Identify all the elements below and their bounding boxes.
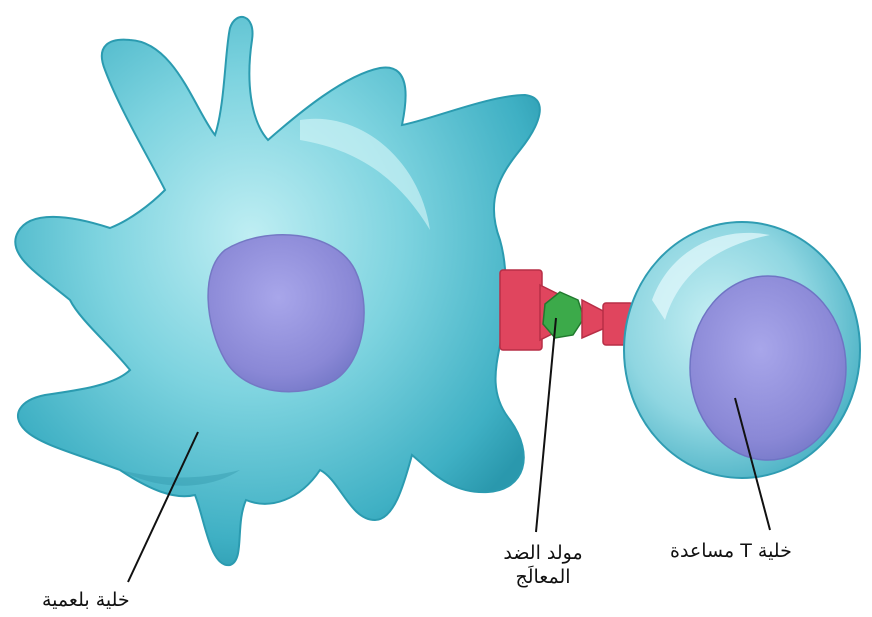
t-cell-nucleus [690, 276, 846, 460]
macrophage-label: خلية بلعمية [42, 588, 130, 612]
helper-t-cell-label: خلية T مساعدة [670, 539, 792, 563]
antigen-label: مولد الضد المعالَج [458, 541, 628, 589]
antigen-label-line2: المعالَج [458, 565, 628, 589]
antigen-label-line1: مولد الضد [458, 541, 628, 565]
macrophage-nucleus [208, 235, 364, 392]
